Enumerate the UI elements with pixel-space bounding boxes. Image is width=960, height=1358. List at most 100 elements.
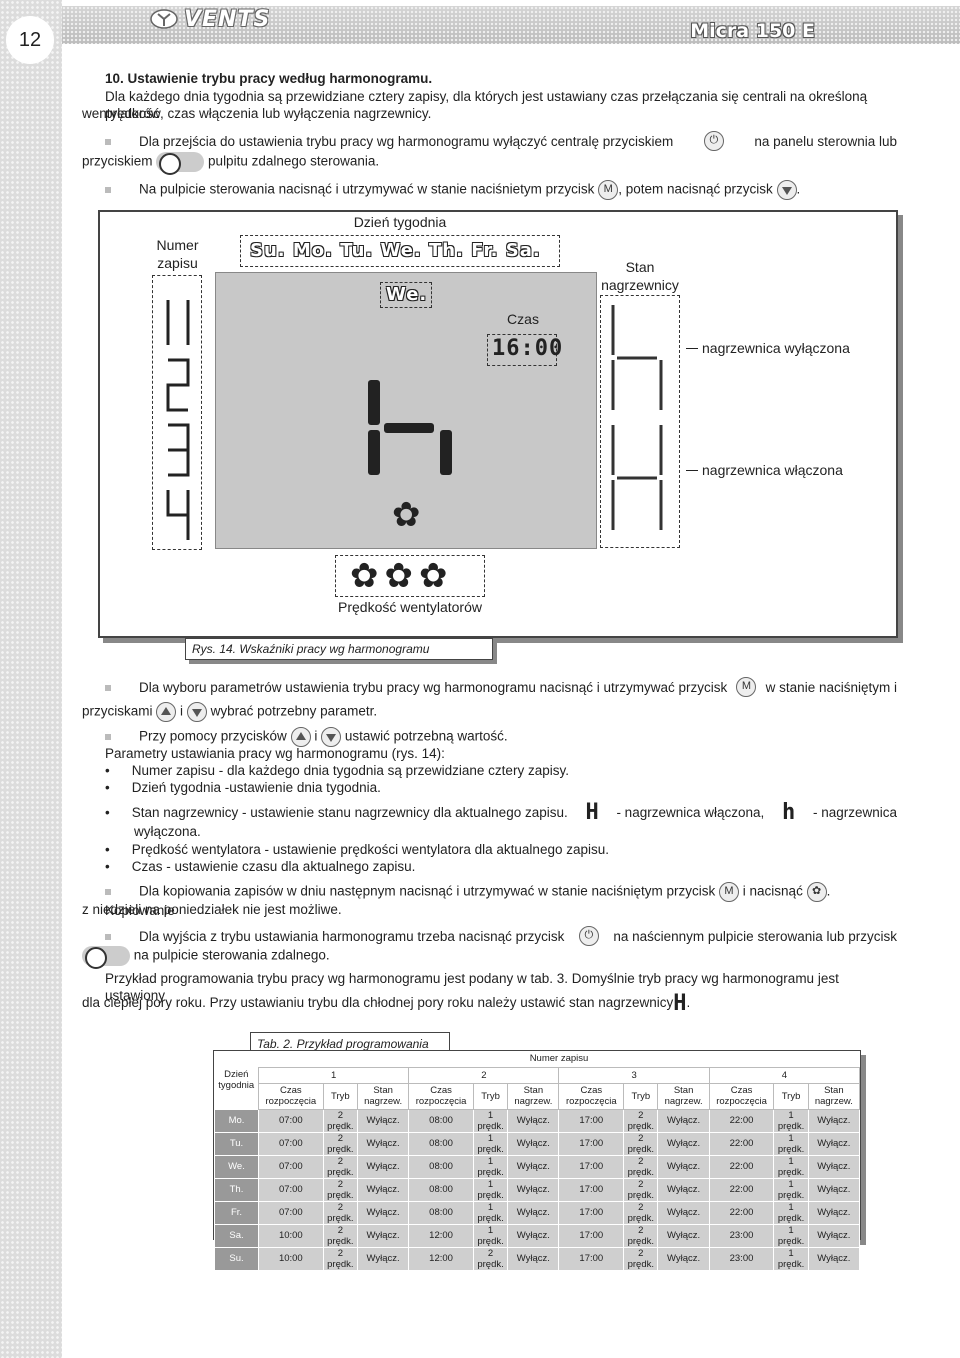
label-day-of-week: Dzień tygodnia	[353, 214, 447, 230]
table-cell: Wyłącz.	[507, 1200, 560, 1225]
heater-off-glyph: h	[781, 800, 796, 825]
para-4-line: Dla kopiowania zapisów w dniu następnym …	[105, 882, 897, 919]
table-cell: Wyłącz.	[507, 1223, 560, 1248]
table-day-header: Dzień tygodnia	[214, 1051, 259, 1109]
table-cell: 1 prędk.	[472, 1154, 509, 1179]
table-cell: 2 prędk.	[623, 1200, 659, 1225]
mode-big-glyph	[368, 380, 452, 475]
table-cell: Wyłącz.	[807, 1108, 861, 1133]
fan-button-icon: ✿	[806, 882, 827, 902]
bullet-3-text-d: wyłączona.	[134, 824, 201, 839]
heater-on-glyph: H	[673, 990, 687, 1016]
heater-outline	[600, 295, 680, 548]
table-cell: 08:00	[408, 1108, 474, 1133]
table-caption: Tab. 2. Przykład programowania	[250, 1032, 450, 1054]
fan-logo-icon	[150, 9, 178, 29]
table-top-header: Numer zapisu	[258, 1051, 860, 1068]
figure-caption: Rys. 14. Wskaźniki pracy wg harmonogramu	[185, 638, 493, 660]
table-cell: Wyłącz.	[356, 1108, 410, 1133]
table-cell: Wyłącz.	[807, 1246, 861, 1271]
label-heater-state: Stan nagrzewnicy	[601, 259, 679, 293]
table-cell: Wyłącz.	[807, 1154, 861, 1179]
bullet-3-text-c: - nagrzewnica	[812, 805, 897, 820]
sub-header-cell: Stan nagrzew.	[507, 1082, 560, 1110]
table-cell: Wyłącz.	[507, 1108, 560, 1133]
record-number-header: 3	[558, 1066, 710, 1084]
bullet-square	[105, 933, 111, 940]
p4-text-b: i nacisnąć	[742, 883, 803, 899]
table-cell: Wyłącz.	[807, 1200, 861, 1225]
table-cell: 17:00	[558, 1154, 625, 1179]
power-button-icon: ⏻	[703, 131, 724, 151]
time-outline	[487, 334, 557, 366]
p2-text-a: Przy pomocy przycisków	[139, 728, 287, 744]
table-day-cell: Tu.	[214, 1131, 259, 1156]
table-day-cell: Sa.	[214, 1223, 259, 1248]
sub-header-cell: Tryb	[322, 1082, 359, 1110]
sub-header-cell: Tryb	[773, 1082, 809, 1110]
bullet-5-text: Czas - ustawienie czasu dla aktualnego z…	[131, 859, 416, 874]
table-day-cell: Fr.	[214, 1200, 259, 1225]
m-button-icon: M	[598, 180, 619, 200]
p1-text-c: przyciskami	[82, 703, 153, 719]
table-cell: Wyłącz.	[507, 1131, 560, 1156]
table-cell: 12:00	[408, 1223, 474, 1248]
p1-text-a: Dla wyboru parametrów ustawienia trybu p…	[139, 679, 728, 695]
table-cell: 10:00	[258, 1223, 324, 1248]
brand-name: VENTS	[184, 6, 271, 32]
bullet-2: •Dzień tygodnia -ustawienie dnia tygodni…	[105, 780, 381, 795]
m-button-icon: M	[719, 882, 740, 902]
arrow-down-icon	[776, 180, 797, 200]
table-cell: 07:00	[258, 1200, 324, 1225]
intro-line-1: Dla każdego dnia tygodnia są przewidzian…	[105, 89, 868, 121]
p4-text-d: z niedzieli na poniedziałek nie jest moż…	[82, 902, 342, 917]
table-cell: 12:00	[408, 1246, 474, 1271]
para-1-line: Dla wyboru parametrów ustawienia trybu p…	[105, 677, 897, 697]
table-day-cell: Su.	[214, 1246, 259, 1271]
table-cell: Wyłącz.	[807, 1223, 861, 1248]
sub-header-cell: Stan nagrzew.	[657, 1082, 710, 1110]
arrow-up-icon	[156, 702, 177, 722]
p4-text-c: . Kopiowanie	[105, 883, 831, 918]
record-number-segments	[166, 300, 190, 540]
leader-line	[686, 470, 698, 471]
label-fan-speed: Prędkość wentylatorów	[338, 599, 482, 615]
table-day-cell: Mo.	[214, 1108, 259, 1133]
step1-text-b: na panelu sterownia lub	[754, 133, 897, 149]
heater-on-glyph: H	[585, 800, 599, 825]
bullet-4: •Prędkość wentylatora - ustawienie prędk…	[105, 842, 609, 857]
table-cell: 2 prędk.	[322, 1177, 359, 1202]
table-cell: Wyłącz.	[507, 1154, 560, 1179]
para-5-line: Dla wyjścia z trybu ustawiania harmonogr…	[105, 926, 897, 946]
table-cell: 2 prędk.	[623, 1177, 659, 1202]
remote-power-button-icon	[82, 946, 130, 969]
sub-header-cell: Tryb	[472, 1082, 509, 1110]
model-title: Micra 150 E	[690, 20, 815, 42]
para-3: Parametry ustawiania pracy wg harmonogra…	[105, 746, 445, 761]
table-cell: 17:00	[558, 1200, 625, 1225]
fan-icon: ✿	[392, 496, 421, 534]
table-cell: 2 prędk.	[623, 1246, 659, 1271]
arrow-up-icon	[290, 727, 311, 747]
p2-text-c: ustawić potrzebną wartość.	[344, 728, 508, 744]
step2-text-a: Na pulpicie sterowania nacisnąć i utrzym…	[139, 181, 595, 197]
table-cell: 1 prędk.	[472, 1131, 509, 1156]
para-6-line-2: dla ciepłej pory roku. Przy ustawianiu t…	[82, 990, 897, 1016]
table-cell: 17:00	[558, 1108, 625, 1133]
table-cell: 23:00	[708, 1246, 775, 1271]
page-side-stripe	[0, 0, 62, 1358]
table-cell: 2 prędk.	[322, 1200, 359, 1225]
table-cell: Wyłącz.	[807, 1131, 861, 1156]
bullet-1: •Numer zapisu - dla każdego dnia tygodni…	[105, 763, 569, 778]
fan-speed-icons: ✿✿✿	[350, 557, 454, 595]
table-cell: Wyłącz.	[356, 1223, 410, 1248]
table-cell: 22:00	[708, 1154, 775, 1179]
label-time: Czas	[507, 311, 539, 327]
arrow-down-icon	[186, 702, 207, 722]
table-cell: Wyłącz.	[507, 1177, 560, 1202]
